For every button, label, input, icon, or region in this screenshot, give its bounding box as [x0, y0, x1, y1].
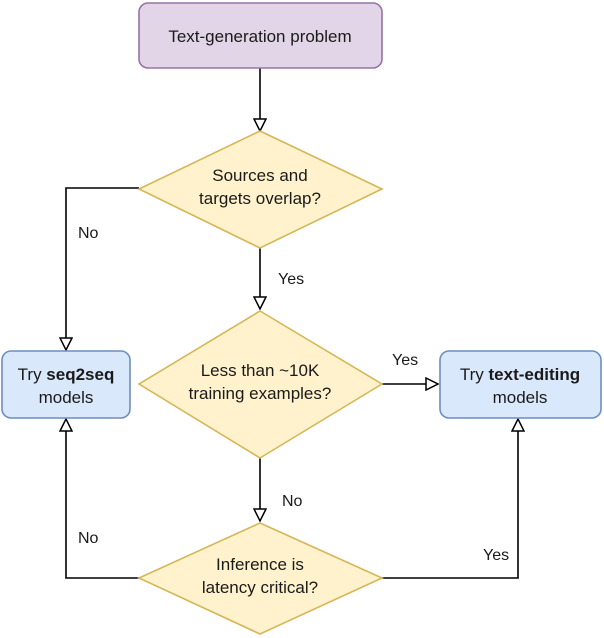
decision-latency: Inference is latency critical? [137, 522, 384, 635]
edge-label-overlap-no: No [78, 225, 99, 242]
edge-latency-no [66, 419, 139, 579]
outcome-text-editing-prefix: Try [460, 365, 489, 384]
decision-overlap-line2: targets overlap? [199, 189, 321, 208]
start-node: Text-generation problem [138, 2, 383, 69]
outcome-text-editing-line2: models [493, 388, 548, 407]
start-node-label: Text-generation problem [168, 27, 351, 46]
decision-examples-line2: training examples? [189, 384, 332, 403]
decision-latency-line2: latency critical? [202, 578, 318, 597]
outcome-seq2seq-line1: Try seq2seq [18, 365, 115, 384]
outcome-seq2seq-prefix: Try [18, 365, 47, 384]
outcome-text-editing: Try text-editing models [439, 350, 602, 419]
outcome-seq2seq-line2: models [39, 388, 94, 407]
decision-overlap-line1: Sources and [212, 166, 307, 185]
edge-labels: No Yes Yes No No Yes [78, 225, 509, 564]
decision-overlap: Sources and targets overlap? [137, 130, 384, 249]
outcome-seq2seq: Try seq2seq models [1, 350, 131, 419]
edge-label-latency-yes: Yes [483, 547, 509, 564]
outcome-seq2seq-bold: seq2seq [46, 365, 114, 384]
edge-label-examples-no: No [282, 493, 303, 510]
outcome-text-editing-line1: Try text-editing [460, 365, 580, 384]
outcome-text-editing-bold: text-editing [489, 365, 581, 384]
edge-latency-yes [382, 419, 518, 579]
decision-examples: Less than ~10K training examples? [137, 310, 384, 459]
edge-label-overlap-yes: Yes [278, 271, 304, 288]
decision-latency-line1: Inference is [216, 555, 304, 574]
connectors [66, 68, 518, 579]
decision-examples-line1: Less than ~10K [201, 361, 320, 380]
edge-label-latency-no: No [78, 530, 99, 547]
edge-label-examples-yes: Yes [392, 352, 418, 369]
edge-overlap-no [66, 187, 139, 350]
